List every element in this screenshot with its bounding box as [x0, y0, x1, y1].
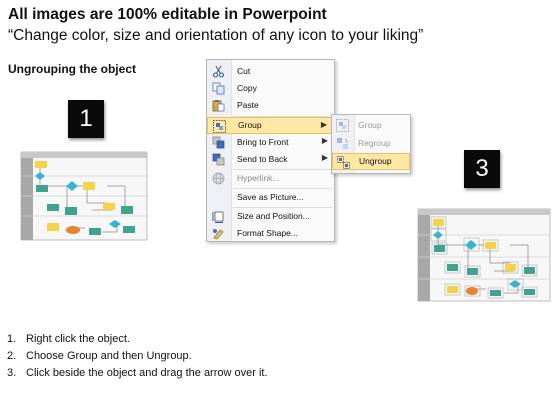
paste-icon	[212, 100, 225, 112]
globe-icon	[212, 172, 225, 185]
instruction-number: 1.	[7, 333, 17, 345]
menu-item-cut[interactable]: Cut	[207, 63, 334, 80]
step-badge-3: 3	[464, 150, 500, 188]
menu-item-group[interactable]: Group ▶	[207, 117, 334, 134]
group-icon	[213, 120, 226, 133]
submenu-item-ungroup-label: Ungroup	[359, 156, 392, 166]
menu-item-bring-to-front[interactable]: Bring to Front ▶	[207, 134, 334, 151]
group-submenu: Group Regroup Ungroup	[331, 114, 411, 174]
submenu-item-group-label: Group	[358, 120, 382, 130]
format-shape-icon	[213, 229, 224, 240]
instruction-item: 3. Click beside the object and drag the a…	[7, 365, 268, 382]
instruction-text: Choose Group and then Ungroup.	[26, 350, 192, 362]
instruction-item: 1. Right click the object.	[7, 331, 268, 348]
group-icon	[336, 119, 349, 132]
submenu-item-group[interactable]: Group	[332, 117, 410, 134]
menu-item-hyperlink-label: Hyperlink...	[237, 173, 280, 183]
menu-item-bring-to-front-label: Bring to Front	[237, 137, 289, 147]
header-subtitle: “Change color, size and orientation of a…	[8, 27, 424, 44]
instruction-number: 2.	[7, 350, 17, 362]
submenu-item-regroup-label: Regroup	[358, 138, 391, 148]
scissors-icon	[212, 65, 225, 78]
menu-item-group-label: Group	[238, 120, 262, 130]
flowchart-slide-ungrouped[interactable]	[414, 205, 554, 305]
menu-item-format-shape[interactable]: Format Shape...	[207, 225, 334, 242]
copy-icon	[212, 82, 225, 95]
submenu-arrow-icon: ▶	[320, 120, 327, 129]
menu-item-copy-label: Copy	[237, 83, 257, 93]
flowchart-slide-original[interactable]	[17, 148, 151, 244]
submenu-arrow-icon: ▶	[321, 136, 328, 145]
menu-item-send-to-back[interactable]: Send to Back ▶	[207, 151, 334, 168]
send-to-back-icon	[212, 153, 225, 166]
menu-item-format-shape-label: Format Shape...	[237, 228, 298, 238]
ungroup-icon	[337, 156, 350, 169]
header-title: All images are 100% editable in Powerpoi…	[8, 6, 327, 23]
menu-item-copy[interactable]: Copy	[207, 80, 334, 97]
instruction-number: 3.	[7, 367, 17, 379]
size-position-icon	[212, 211, 224, 223]
menu-item-paste-label: Paste	[237, 100, 259, 110]
instruction-text: Click beside the object and drag the arr…	[26, 367, 268, 379]
regroup-icon	[337, 138, 348, 149]
menu-separator	[233, 188, 332, 189]
instruction-text: Right click the object.	[26, 333, 130, 345]
bring-to-front-icon	[212, 136, 225, 149]
menu-item-size-and-position-label: Size and Position...	[237, 211, 310, 221]
submenu-item-ungroup[interactable]: Ungroup	[332, 153, 410, 170]
menu-separator	[233, 116, 332, 117]
instructions-list: 1. Right click the object. 2. Choose Group…	[7, 331, 268, 382]
context-menu: Cut Copy Paste Group ▶ Bring to Front	[206, 59, 335, 242]
menu-item-paste[interactable]: Paste	[207, 97, 334, 114]
menu-item-save-as-picture-label: Save as Picture...	[237, 192, 304, 202]
submenu-arrow-icon: ▶	[321, 153, 328, 162]
section-title: Ungrouping the object	[8, 62, 136, 76]
instruction-item: 2. Choose Group and then Ungroup.	[7, 348, 268, 365]
menu-item-save-as-picture[interactable]: Save as Picture...	[207, 189, 334, 206]
menu-separator	[233, 207, 332, 208]
menu-item-send-to-back-label: Send to Back	[237, 154, 288, 164]
menu-item-size-and-position[interactable]: Size and Position...	[207, 208, 334, 225]
submenu-item-regroup[interactable]: Regroup	[332, 135, 410, 152]
menu-separator	[233, 169, 332, 170]
step-badge-1: 1	[68, 100, 104, 138]
menu-item-hyperlink[interactable]: Hyperlink...	[207, 170, 334, 187]
menu-item-cut-label: Cut	[237, 66, 251, 76]
